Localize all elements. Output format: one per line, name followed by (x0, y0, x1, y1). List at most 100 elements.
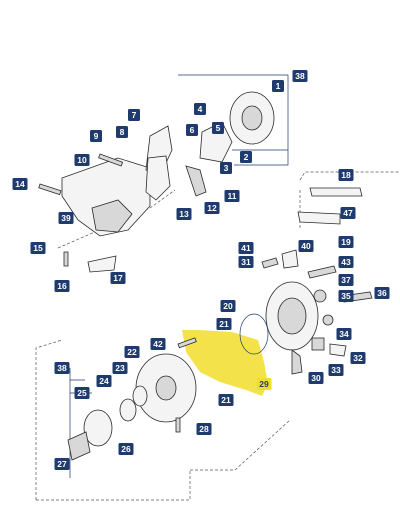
part-washer-24 (119, 398, 137, 422)
callout-21: 21 (216, 318, 232, 330)
callout-box (90, 130, 102, 142)
callout-box (224, 190, 240, 202)
callout-box (338, 290, 354, 302)
callout-30: 30 (308, 372, 324, 384)
callout-42: 42 (150, 338, 166, 350)
part-disk-25 (83, 409, 113, 447)
callout-box (238, 242, 254, 254)
callout-34: 34 (336, 328, 352, 340)
callout-37: 37 (338, 274, 354, 286)
callout-label: 4 (198, 104, 203, 114)
callout-label: 36 (377, 288, 387, 298)
group-dashed-line-bottom (35, 339, 291, 501)
part-spring-17 (87, 255, 117, 273)
callout-9: 9 (90, 130, 102, 142)
part-arm-11 (185, 165, 207, 197)
callout-box (54, 280, 70, 292)
part-spring-27 (67, 431, 91, 461)
callout-box (150, 338, 166, 350)
callout-box (74, 154, 90, 166)
callout-label: 20 (223, 301, 233, 311)
part-pin-15 (63, 251, 69, 267)
callout-21: 21 (218, 394, 234, 406)
part-valve-40 (281, 249, 299, 269)
part-oring-20 (239, 313, 269, 355)
callout-label: 39 (61, 213, 71, 223)
part-lever-13 (145, 155, 171, 201)
callout-box (256, 378, 272, 390)
callout-25: 25 (74, 387, 90, 399)
callout-label: 10 (77, 155, 87, 165)
callout-box (220, 300, 236, 312)
callout-24: 24 (96, 375, 112, 387)
callout-28: 28 (196, 423, 212, 435)
callout-label: 27 (57, 459, 67, 469)
callout-label: 12 (207, 203, 217, 213)
callout-box (218, 394, 234, 406)
callout-31: 31 (238, 256, 254, 268)
highlight-part-29 (182, 330, 268, 396)
callout-box (336, 328, 352, 340)
part-seal-23 (132, 385, 148, 407)
callout-5: 5 (212, 122, 224, 134)
callout-label: 32 (353, 353, 363, 363)
callout-38: 38 (292, 70, 308, 82)
callout-2: 2 (240, 151, 252, 163)
callout-box (124, 346, 140, 358)
callout-label: 33 (331, 365, 341, 375)
callout-box (374, 287, 390, 299)
callout-label: 14 (15, 179, 25, 189)
part-clamp-33 (311, 337, 325, 351)
callout-8: 8 (116, 126, 128, 138)
callout-box (30, 242, 46, 254)
part-screw-19 (307, 265, 337, 279)
callout-17: 17 (110, 272, 126, 284)
callout-32: 32 (350, 352, 366, 364)
callout-label: 40 (301, 241, 311, 251)
callout-box (338, 274, 354, 286)
callout-29: 29 (256, 378, 272, 390)
part-pin-14 (38, 183, 62, 196)
callout-box (292, 70, 308, 82)
callout-label: 21 (219, 319, 229, 329)
callout-box (128, 109, 140, 121)
callout-19: 19 (338, 236, 354, 248)
callout-label: 5 (216, 123, 221, 133)
callout-box (338, 236, 354, 248)
callout-43: 43 (338, 256, 354, 268)
callout-label: 1 (276, 81, 281, 91)
callout-33: 33 (328, 364, 344, 376)
callout-4: 4 (194, 103, 206, 115)
callout-27: 27 (54, 458, 70, 470)
part-fitting-34 (322, 314, 334, 326)
callout-label: 34 (339, 329, 349, 339)
callout-40: 40 (298, 240, 314, 252)
callout-label: 18 (341, 170, 351, 180)
part-screw-42 (177, 337, 197, 349)
callout-26: 26 (118, 443, 134, 455)
callout-23: 23 (112, 362, 128, 374)
callout-label: 23 (115, 363, 125, 373)
callout-41: 41 (238, 242, 254, 254)
callout-box (58, 212, 74, 224)
callout-label: 30 (311, 373, 321, 383)
callout-label: 42 (153, 339, 163, 349)
callout-label: 29 (259, 379, 269, 389)
callout-label: 21 (221, 395, 231, 405)
callout-box (340, 207, 356, 219)
callout-box (240, 151, 252, 163)
callout-box (204, 202, 220, 214)
callout-38: 38 (54, 362, 70, 374)
callout-box (110, 272, 126, 284)
part-clip-32 (329, 343, 347, 357)
callout-label: 47 (343, 208, 353, 218)
callout-7: 7 (128, 109, 140, 121)
part-pin-10 (98, 153, 124, 167)
callout-box (54, 362, 70, 374)
callout-label: 25 (77, 388, 87, 398)
callout-label: 38 (57, 363, 67, 373)
part-screw-28 (175, 417, 181, 433)
callout-box (196, 423, 212, 435)
callout-label: 37 (341, 275, 351, 285)
